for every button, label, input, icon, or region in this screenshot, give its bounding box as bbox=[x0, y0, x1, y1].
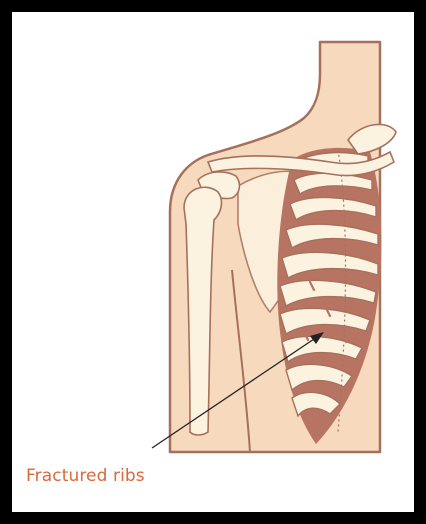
shoulder-chest-illustration bbox=[12, 12, 414, 512]
fractured-ribs-label: Fractured ribs bbox=[26, 466, 145, 486]
illustration-panel: Fractured ribs bbox=[12, 12, 414, 512]
